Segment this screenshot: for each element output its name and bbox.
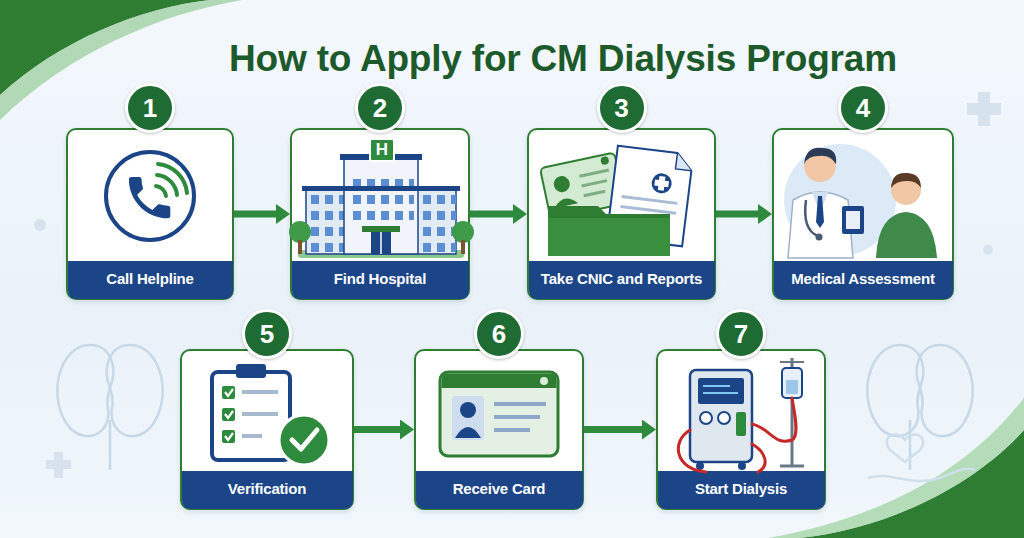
- step-card: 5Verification: [180, 349, 354, 510]
- flow-arrow: [354, 426, 400, 433]
- step-label: Find Hospital: [292, 261, 469, 299]
- diagram-title: How to Apply for CM Dialysis Program: [113, 38, 1013, 80]
- step-card: 7Start Dialysis: [656, 349, 826, 510]
- step-label: Verification: [182, 471, 353, 509]
- step-label: Receive Card: [416, 471, 583, 509]
- step-number: 6: [474, 309, 524, 359]
- step-label: Start Dialysis: [658, 471, 825, 509]
- step-number: 2: [355, 83, 405, 133]
- dialysis-machine-icon: [678, 358, 804, 472]
- step-card: 1Call Helpline: [66, 128, 234, 300]
- id-card-icon: [440, 372, 558, 456]
- doctor-patient-icon: [784, 144, 937, 258]
- flow-arrow: [584, 426, 642, 433]
- step-label: Medical Assessment: [774, 261, 953, 299]
- hospital-icon: [289, 154, 474, 258]
- documents-icon: [540, 146, 693, 256]
- flow-arrow: [716, 211, 758, 218]
- step-card: 3Take CNIC and Reports: [527, 128, 716, 300]
- step-number: 5: [242, 309, 292, 359]
- flow-arrow: [470, 211, 513, 218]
- step-card: 2Find Hospital: [290, 128, 470, 300]
- phone-icon: [106, 152, 194, 240]
- step-label: Take CNIC and Reports: [529, 261, 715, 299]
- step-number: 3: [597, 83, 647, 133]
- step-number: 4: [838, 83, 888, 133]
- clipboard-icon: [212, 364, 329, 465]
- step-number: 1: [125, 83, 175, 133]
- step-label: Call Helpline: [68, 261, 233, 299]
- faint-hand-heart: [868, 435, 975, 482]
- step-card: 4Medical Assessment: [772, 128, 954, 300]
- step-card: 6Receive Card: [414, 349, 584, 510]
- flow-arrow: [234, 211, 276, 218]
- step-number: 7: [716, 309, 766, 359]
